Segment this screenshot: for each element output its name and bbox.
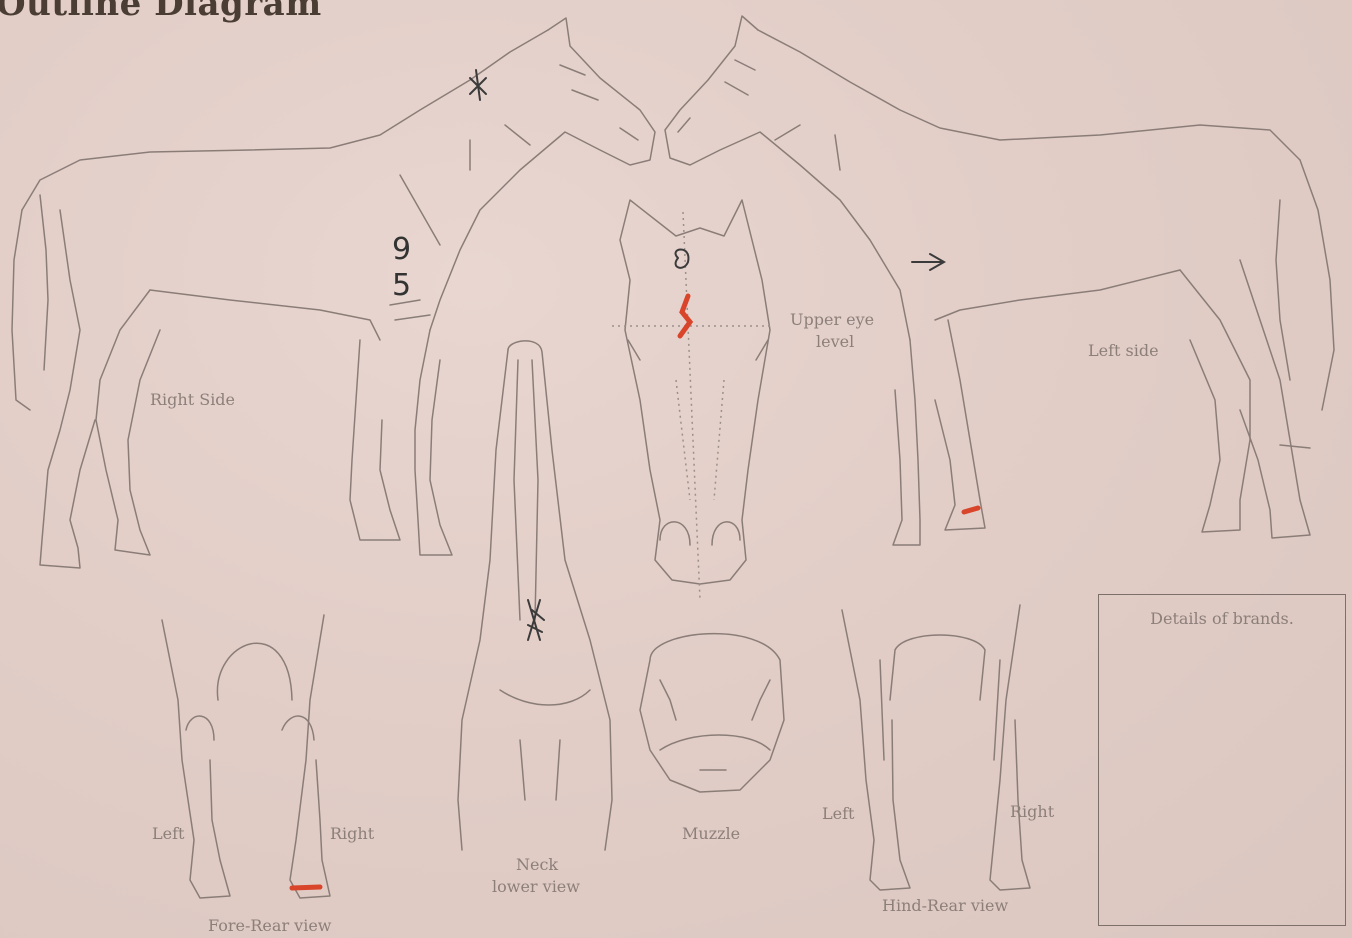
left-side-arrow-mark <box>912 254 944 270</box>
label-fore-rear-view: Fore-Rear view <box>208 916 332 935</box>
label-hind-rear-view: Hind-Rear view <box>882 896 1008 915</box>
right-side-horse-outline <box>12 18 655 568</box>
front-head-outline <box>612 200 770 600</box>
handwritten-markings <box>292 70 978 888</box>
fore-right-red-marking <box>292 887 320 888</box>
label-fore-right: Right <box>330 824 374 843</box>
forehead-star-red-marking <box>680 296 690 336</box>
label-upper-eye: Upper eye <box>790 310 874 329</box>
hind-rear-view-outline <box>842 605 1030 890</box>
label-upper-eye-level: level <box>816 332 854 351</box>
brands-details-box: Details of brands. <box>1098 594 1346 926</box>
neck-lower-view-outline <box>458 341 612 850</box>
label-hind-left: Left <box>822 804 854 823</box>
handwritten-number-9: 9 <box>392 232 411 267</box>
muzzle-outline <box>640 634 784 792</box>
label-muzzle: Muzzle <box>682 824 740 843</box>
label-neck: Neck <box>516 855 558 874</box>
label-neck-lower-view: lower view <box>492 877 580 896</box>
label-fore-left: Left <box>152 824 184 843</box>
left-hind-red-marking <box>964 508 978 512</box>
fore-rear-view-outline <box>162 615 330 898</box>
forehead-whorl-mark <box>676 250 689 268</box>
label-right-side: Right Side <box>150 390 235 409</box>
handwritten-number-5: 5 <box>392 268 411 303</box>
label-hind-right: Right <box>1010 802 1054 821</box>
brands-details-header: Details of brands. <box>1099 609 1345 628</box>
label-left-side: Left side <box>1088 341 1159 360</box>
left-side-horse-outline <box>665 16 1334 545</box>
